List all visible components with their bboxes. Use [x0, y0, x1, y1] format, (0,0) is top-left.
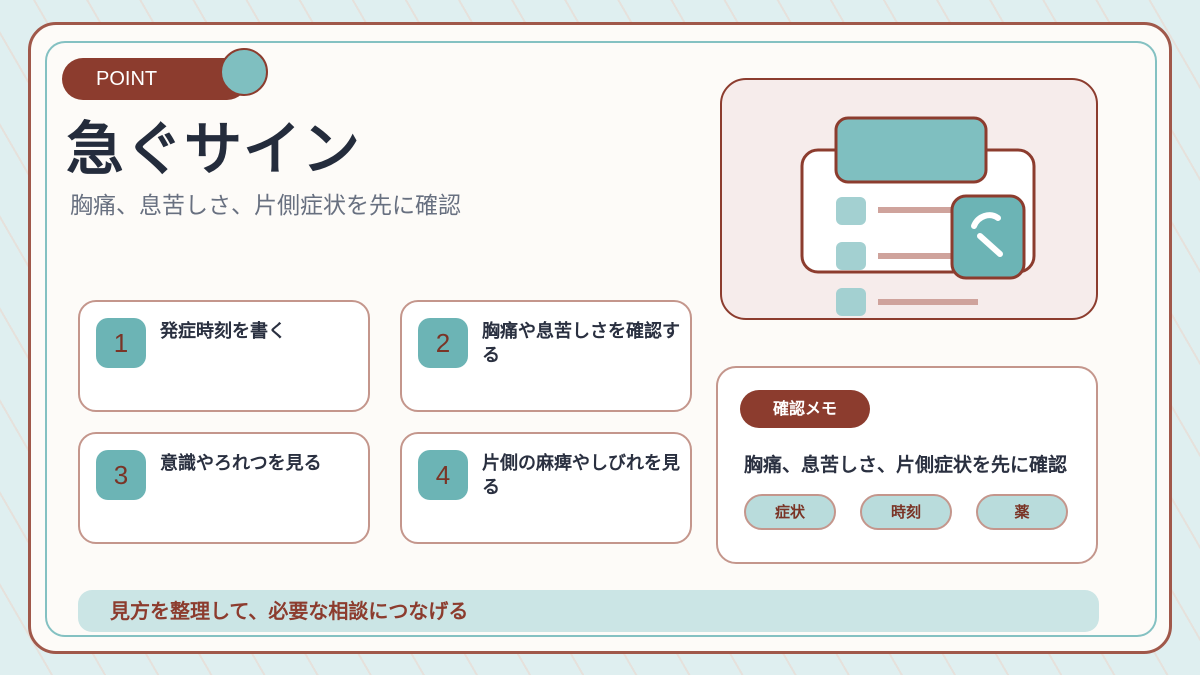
- memo-tag: 症状: [744, 494, 836, 530]
- memo-label: 確認メモ: [740, 390, 870, 428]
- step-number: 4: [418, 450, 468, 500]
- illustration-panel: [720, 78, 1098, 320]
- page-subtitle: 胸痛、息苦しさ、片側症状を先に確認: [70, 193, 461, 219]
- phone-icon: [950, 194, 1026, 280]
- memo-text: 胸痛、息苦しさ、片側症状を先に確認: [744, 454, 1068, 476]
- step-number: 3: [96, 450, 146, 500]
- step-number: 1: [96, 318, 146, 368]
- step-card-3: 3 意識やろれつを見る: [78, 432, 370, 544]
- page-title: 急ぐサイン: [66, 115, 362, 183]
- step-text: 胸痛や息苦しさを確認する: [482, 321, 680, 366]
- point-badge: POINT: [62, 58, 248, 100]
- memo-tag: 薬: [976, 494, 1068, 530]
- memo-tag: 時刻: [860, 494, 952, 530]
- step-text: 発症時刻を書く: [160, 321, 286, 342]
- memo-card: 確認メモ 胸痛、息苦しさ、片側症状を先に確認 症状 時刻 薬: [716, 366, 1098, 564]
- step-text: 意識やろれつを見る: [160, 453, 322, 474]
- step-text: 片側の麻痺やしびれを見る: [482, 453, 680, 498]
- step-number: 2: [418, 318, 468, 368]
- footer-text: 見方を整理して、必要な相談につなげる: [110, 599, 469, 623]
- badge-dot-icon: [220, 48, 268, 96]
- footer-banner: 見方を整理して、必要な相談につなげる: [78, 590, 1099, 632]
- checklist-icon: [800, 116, 1036, 316]
- step-card-2: 2 胸痛や息苦しさを確認する: [400, 300, 692, 412]
- step-card-1: 1 発症時刻を書く: [78, 300, 370, 412]
- step-card-4: 4 片側の麻痺やしびれを見る: [400, 432, 692, 544]
- slide-inner-border: [45, 41, 1157, 637]
